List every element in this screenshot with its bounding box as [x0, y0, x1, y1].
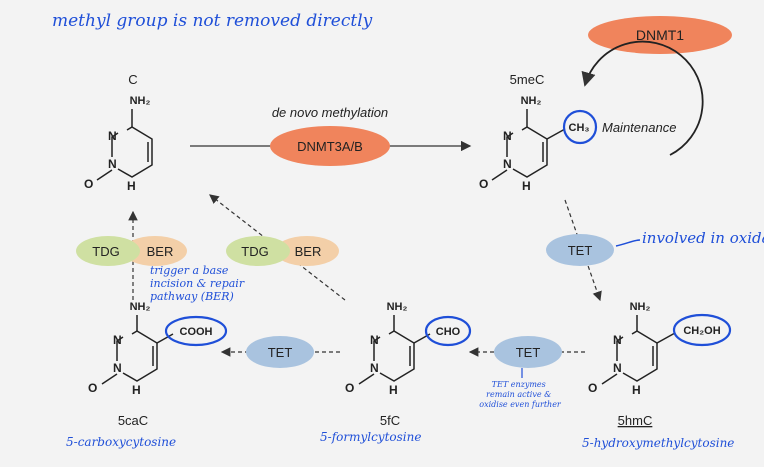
molecule-5fc-oxygen: O — [345, 381, 354, 395]
ber-note-line-2: incision & repair — [150, 277, 245, 290]
molecule-5cac-n1: N — [113, 361, 122, 375]
maintenance-arrow — [581, 40, 704, 156]
molecule-5mec-amine: NH₂ — [521, 95, 542, 107]
molecule-5hmc-amine: NH₂ — [630, 301, 651, 313]
tet-label-2: TET — [516, 345, 541, 360]
molecule-5fc-substituent: CHO — [436, 326, 461, 338]
molecule-c-h: H — [127, 179, 136, 193]
molecule-5mec: 5meC NH₂ N N H O CH₃ — [479, 72, 598, 193]
ber-oval-2 — [275, 236, 339, 266]
molecule-5mec-h: H — [522, 179, 531, 193]
molecule-c-n1: N — [108, 157, 117, 171]
molecule-5fc-fullname: 5-formylcytosine — [320, 430, 421, 444]
molecule-c-oxygen: O — [84, 177, 93, 191]
molecule-5fc-n1: N — [370, 361, 379, 375]
tdg-ber-pair-2: TDG BER — [226, 236, 339, 266]
molecule-5cac-oxygen: O — [88, 381, 97, 395]
tet-oval-2 — [494, 336, 562, 368]
tet-label-1: TET — [568, 243, 593, 258]
dnmt1-label: DNMT1 — [636, 27, 684, 43]
molecule-5mec-methyl: CH₃ — [569, 122, 590, 134]
molecule-c-n3: N — [108, 129, 117, 143]
molecule-5hmc-n1: N — [613, 361, 622, 375]
molecule-5hmc-n3: N — [613, 333, 622, 347]
ber-oval-1 — [123, 236, 187, 266]
molecule-5hmc-h: H — [632, 383, 641, 397]
dnmt3-oval — [270, 126, 390, 166]
molecule-c-amine: NH₂ — [130, 95, 151, 107]
molecule-5fc-h: H — [389, 383, 398, 397]
ber-note-line-3: pathway (BER) — [150, 290, 234, 303]
tet-active-line-1: TET enzymes — [492, 380, 546, 389]
molecule-c-name: C — [128, 72, 137, 87]
molecule-5fc-highlight — [424, 315, 472, 347]
molecule-5hmc: NH₂ N N H O CH₂OH 5hmC 5-hydroxymethylcy… — [582, 301, 734, 450]
molecule-5hmc-oxygen: O — [588, 381, 597, 395]
molecule-5cac-highlight — [164, 315, 228, 347]
tdg-label-2: TDG — [241, 244, 268, 259]
molecule-5cac: NH₂ N N H O COOH 5caC 5-carboxycytosine — [66, 301, 228, 449]
molecule-5mec-highlight — [562, 109, 598, 145]
tet-label-3: TET — [268, 345, 293, 360]
tet-active-line-2: remain active & — [486, 390, 551, 399]
top-note: methyl group is not removed directly — [52, 11, 373, 31]
molecule-5cac-name: 5caC — [118, 413, 148, 428]
de-novo-label: de novo methylation — [272, 105, 388, 120]
molecule-5cac-fullname: 5-carboxycytosine — [66, 435, 176, 449]
tdg-oval-2 — [226, 236, 290, 266]
ber-label-1: BER — [147, 244, 174, 259]
ber-note-line-1: trigger a base — [150, 264, 229, 277]
molecule-5mec-oxygen: O — [479, 177, 488, 191]
molecule-5hmc-fullname: 5-hydroxymethylcytosine — [582, 436, 734, 450]
tet-oval-3 — [246, 336, 314, 368]
dnmt3-label: DNMT3A/B — [297, 139, 363, 154]
molecule-5fc-n3: N — [370, 333, 379, 347]
tdg-ber-pair-1: TDG BER — [76, 236, 187, 266]
molecule-5fc: NH₂ N N H O CHO 5fC 5-formylcytosine — [320, 301, 472, 444]
molecule-5cac-n3: N — [113, 333, 122, 347]
molecule-5mec-name: 5meC — [510, 72, 545, 87]
oxidation-note: involved in oxidation — [642, 229, 764, 247]
molecule-5fc-amine: NH₂ — [387, 301, 408, 313]
molecule-5mec-n1: N — [503, 157, 512, 171]
molecule-c: C NH₂ N N H O — [84, 72, 153, 193]
tet-active-line-3: oxidise even further — [479, 400, 562, 409]
ber-label-2: BER — [295, 244, 322, 259]
molecule-5cac-amine: NH₂ — [130, 301, 151, 313]
molecule-5fc-name: 5fC — [380, 413, 400, 428]
maintenance-label: Maintenance — [602, 120, 676, 135]
molecule-5hmc-name: 5hmC — [618, 413, 653, 428]
oxidation-note-arrow — [615, 239, 641, 247]
molecule-5mec-n3: N — [503, 129, 512, 143]
tet-active-note: TET enzymes remain active & oxidise even… — [479, 380, 562, 409]
molecule-5cac-substituent: COOH — [180, 326, 213, 338]
molecule-5cac-h: H — [132, 383, 141, 397]
tdg-label-1: TDG — [92, 244, 119, 259]
molecule-5hmc-substituent: CH₂OH — [683, 325, 720, 337]
tet-oval-1 — [546, 234, 614, 266]
molecule-5hmc-highlight — [672, 313, 732, 347]
tdg-oval-1 — [76, 236, 140, 266]
ber-note: trigger a base incision & repair pathway… — [150, 264, 248, 303]
